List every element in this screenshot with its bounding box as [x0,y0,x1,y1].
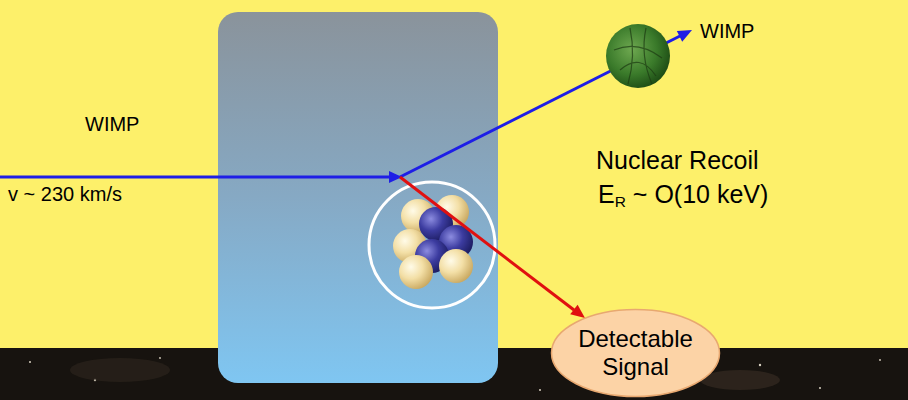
annotation-label: WIMP [85,113,139,136]
arrow-head [570,305,585,318]
ellipse-shape [552,310,720,397]
detector-volume [218,12,498,383]
nebula [700,370,780,390]
annotation-label: Nuclear Recoil [596,146,759,175]
proton [439,249,473,283]
star [819,387,821,389]
wimp-particle [606,24,670,88]
annotation-label: WIMP [700,20,754,43]
node-text: Detectable Signal [576,325,695,380]
star [159,357,161,359]
recoil-track [400,177,574,310]
star [539,389,541,391]
signal-ellipse: Detectable Signal [550,308,721,398]
nucleus [393,195,473,289]
proton [399,255,433,289]
annotation-label: v ~ 230 km/s [8,183,122,206]
star [759,364,761,366]
incoming-wimp-track [0,176,390,179]
wimp-sphere [606,24,670,88]
star [29,361,31,363]
nebula [70,358,170,382]
annotation-label: ER ~ O(10 keV) [598,180,768,211]
arrow-head [677,30,692,42]
sphere-texture [614,28,662,84]
star [879,359,881,361]
